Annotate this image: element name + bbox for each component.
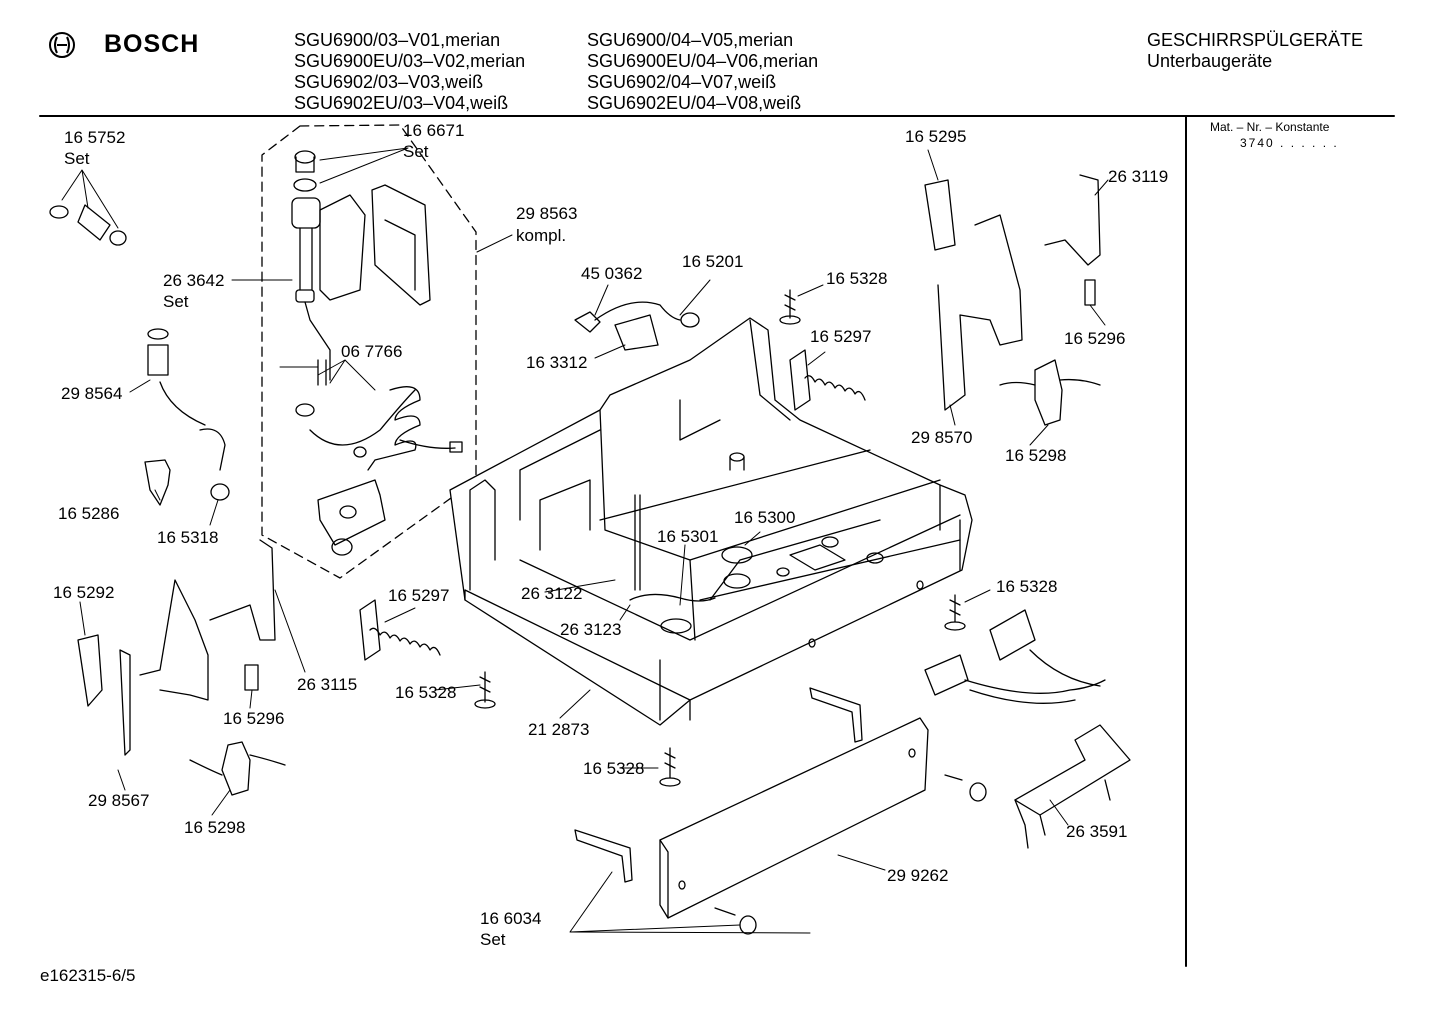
hose-clamp-set <box>49 204 127 246</box>
part-label: 16 5298 <box>1005 446 1066 465</box>
right-bracket-assembly <box>924 174 1101 426</box>
part-label: 16 6671 <box>403 121 464 140</box>
part-label: 16 5328 <box>826 269 887 288</box>
wire-harness-small <box>629 593 716 602</box>
part-label: Set <box>64 149 90 168</box>
part-label: 16 6034 <box>480 909 541 928</box>
model-list-right: SGU6900/04–V05,merian SGU6900EU/04–V06,m… <box>587 30 818 114</box>
model-entry: SGU6902EU/03–V04,weiß <box>294 93 509 113</box>
part-label: Set <box>480 930 506 949</box>
part-label: 26 3642 <box>163 271 224 290</box>
part-label: 16 5328 <box>996 577 1057 596</box>
part-label: 26 3119 <box>1108 167 1168 186</box>
spring-a <box>359 599 441 661</box>
valve-bracket <box>317 479 386 556</box>
part-label: 29 9262 <box>887 866 948 885</box>
part-label: 45 0362 <box>581 264 642 283</box>
part-label: 29 8564 <box>61 384 122 403</box>
screw-b <box>474 671 496 709</box>
model-entry: SGU6902/03–V03,weiß <box>294 72 484 92</box>
part-label: 16 3312 <box>526 353 587 372</box>
model-entry: SGU6900EU/04–V06,merian <box>587 51 819 71</box>
inlet-sensor-parts <box>574 301 700 351</box>
part-label: 06 7766 <box>341 342 402 361</box>
constant-title: Mat. – Nr. – Konstante <box>1210 120 1330 134</box>
part-label: 29 8567 <box>88 791 149 810</box>
part-label: 16 5328 <box>583 759 644 778</box>
model-entry: SGU6902/04–V07,weiß <box>587 72 777 92</box>
part-labels: 16 5752 Set 16 6671 Set 29 8563 kompl. 2… <box>53 121 1168 949</box>
base-tub <box>449 317 973 726</box>
kick-plate <box>659 717 929 919</box>
category-subtitle: Unterbaugeräte <box>1147 51 1273 71</box>
category-title: GESCHIRRSPÜLGERÄTE <box>1147 30 1364 50</box>
part-label: 16 5752 <box>64 128 125 147</box>
part-label: Set <box>163 292 189 311</box>
leader-lines <box>61 147 1109 934</box>
cable-harness <box>924 609 1106 704</box>
part-label: 16 5201 <box>682 252 743 271</box>
brand-name: BOSCH <box>104 30 200 58</box>
constant-value: 3740 . . . . . . <box>1240 136 1339 150</box>
screw-a <box>779 289 801 325</box>
part-label: 16 5328 <box>395 683 456 702</box>
kick-plate-clip-a <box>809 687 863 743</box>
left-bracket-assembly <box>77 539 286 796</box>
part-label: 16 5295 <box>905 127 966 146</box>
part-label: 21 2873 <box>528 720 589 739</box>
part-label: 16 5318 <box>157 528 218 547</box>
model-entry: SGU6900/03–V01,merian <box>294 30 501 50</box>
part-label: kompl. <box>516 226 566 245</box>
part-label: 26 3123 <box>560 620 621 639</box>
part-label: 26 3122 <box>521 584 582 603</box>
part-label: 29 8563 <box>516 204 577 223</box>
part-label: 29 8570 <box>911 428 972 447</box>
part-label: 26 3591 <box>1066 822 1127 841</box>
drawing-id: e162315-6/5 <box>40 966 136 985</box>
model-entry: SGU6900/04–V05,merian <box>587 30 794 50</box>
screw-d <box>659 747 681 787</box>
drain-hose <box>147 328 230 501</box>
cover-part <box>1014 724 1131 849</box>
part-label: 16 5296 <box>223 709 284 728</box>
part-label: 16 5297 <box>810 327 871 346</box>
model-entry: SGU6900EU/03–V02,merian <box>294 51 526 71</box>
part-label: 16 5298 <box>184 818 245 837</box>
part-label: 16 5286 <box>58 504 119 523</box>
part-label: 16 5296 <box>1064 329 1125 348</box>
part-label: 16 5301 <box>657 527 718 546</box>
valve-assembly-outline <box>261 124 477 579</box>
bosch-logo-icon <box>48 31 76 59</box>
part-label: 16 5297 <box>388 586 449 605</box>
kick-plate-clip-b <box>574 829 633 883</box>
part-label: 16 5292 <box>53 583 114 602</box>
spring-b <box>789 349 866 411</box>
screw-cap-b <box>714 907 757 935</box>
screw-c <box>944 594 966 631</box>
clip-part <box>144 459 171 506</box>
part-label: Set <box>403 142 429 161</box>
aquastop-valve <box>291 150 431 446</box>
part-label: 26 3115 <box>297 675 357 694</box>
model-entry: SGU6902EU/04–V08,weiß <box>587 93 802 113</box>
part-label: 16 5300 <box>734 508 795 527</box>
screw-cap-a <box>944 774 987 802</box>
model-list-left: SGU6900/03–V01,merian SGU6900EU/03–V02,m… <box>294 30 525 114</box>
spiral-hose <box>353 386 463 471</box>
